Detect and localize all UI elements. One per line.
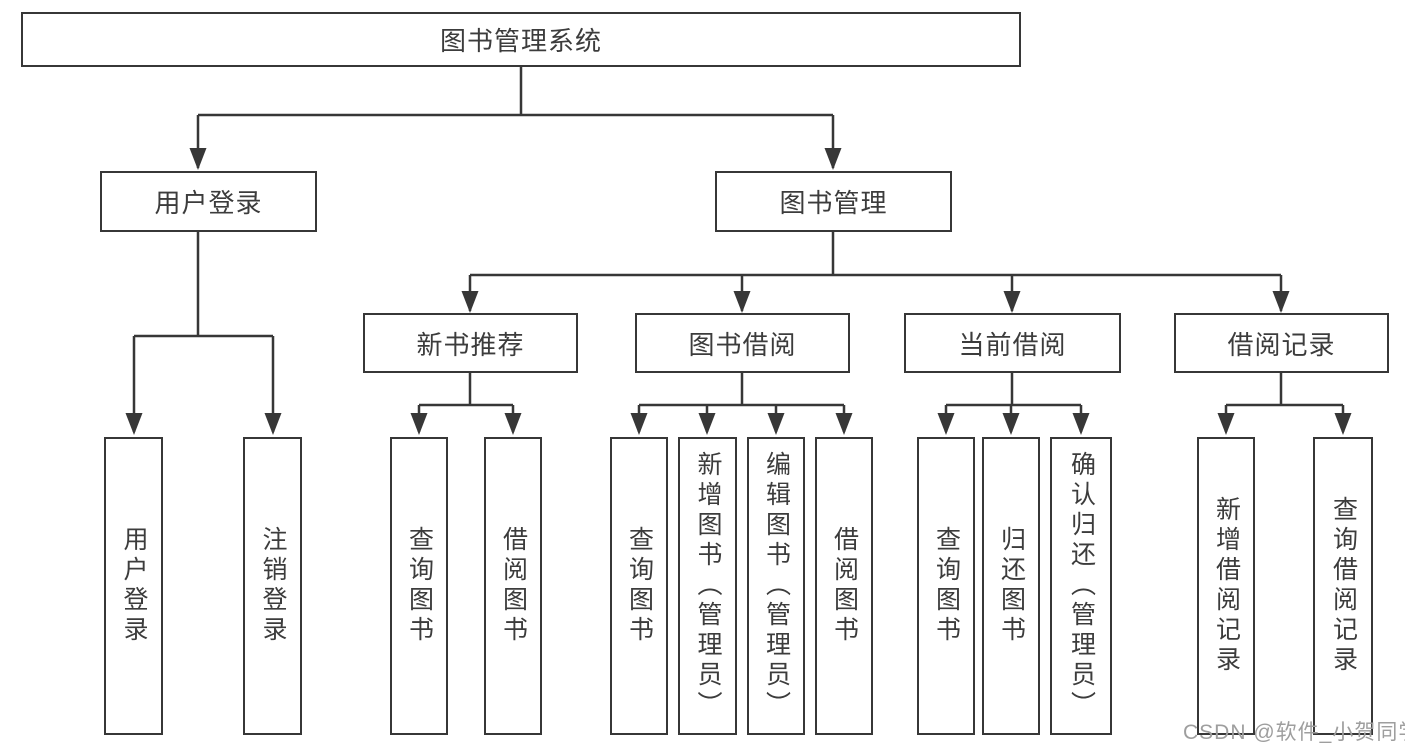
- arrow-down-icon: [410, 413, 428, 435]
- tree-edges: [132, 67, 1345, 432]
- arrow-down-icon: [767, 413, 785, 435]
- arrow-down-icon: [125, 413, 143, 435]
- leaf-user-login: 用户登录: [104, 437, 163, 735]
- arrow-down-icon: [835, 413, 853, 435]
- arrow-down-icon: [1217, 413, 1235, 435]
- node-user-login: 用户登录: [100, 171, 317, 232]
- node-library-management-system: 图书管理系统: [21, 12, 1021, 67]
- arrow-down-icon: [630, 413, 648, 435]
- node-book-borrowing: 图书借阅: [635, 313, 850, 373]
- leaf-return-books: 归还图书: [982, 437, 1040, 735]
- leaf-add-borrow-record: 新增借阅记录: [1197, 437, 1255, 735]
- csdn-watermark: CSDN @软件_小贺同学: [1183, 721, 1405, 744]
- node-current-borrowing: 当前借阅: [904, 313, 1121, 373]
- node-book-management: 图书管理: [715, 171, 952, 232]
- arrow-down-icon: [461, 291, 479, 313]
- arrow-down-icon: [504, 413, 522, 435]
- arrow-down-icon: [1002, 413, 1020, 435]
- leaf-query-borrow-record: 查询借阅记录: [1313, 437, 1373, 735]
- arrow-down-icon: [733, 291, 751, 313]
- arrow-down-icon: [1334, 413, 1352, 435]
- leaf-query-books-borrowing: 查询图书: [610, 437, 668, 735]
- arrow-down-icon: [698, 413, 716, 435]
- arrow-down-icon: [824, 148, 842, 170]
- node-borrow-records: 借阅记录: [1174, 313, 1389, 373]
- leaf-query-books-recommend: 查询图书: [390, 437, 448, 735]
- leaf-borrow-books-recommend: 借阅图书: [484, 437, 542, 735]
- leaf-edit-books-admin: 编辑图书（管理员）: [747, 437, 805, 735]
- leaf-logout: 注销登录: [243, 437, 302, 735]
- arrow-down-icon: [1003, 291, 1021, 313]
- leaf-confirm-return-admin: 确认归还（管理员）: [1050, 437, 1112, 735]
- leaf-borrow-books-borrowing: 借阅图书: [815, 437, 873, 735]
- arrow-down-icon: [189, 148, 207, 170]
- arrow-down-icon: [264, 413, 282, 435]
- arrow-down-icon: [937, 413, 955, 435]
- arrow-down-icon: [1072, 413, 1090, 435]
- arrow-down-icon: [1272, 291, 1290, 313]
- leaf-add-books-admin: 新增图书（管理员）: [678, 437, 737, 735]
- leaf-query-books-current: 查询图书: [917, 437, 975, 735]
- node-new-book-recommend: 新书推荐: [363, 313, 578, 373]
